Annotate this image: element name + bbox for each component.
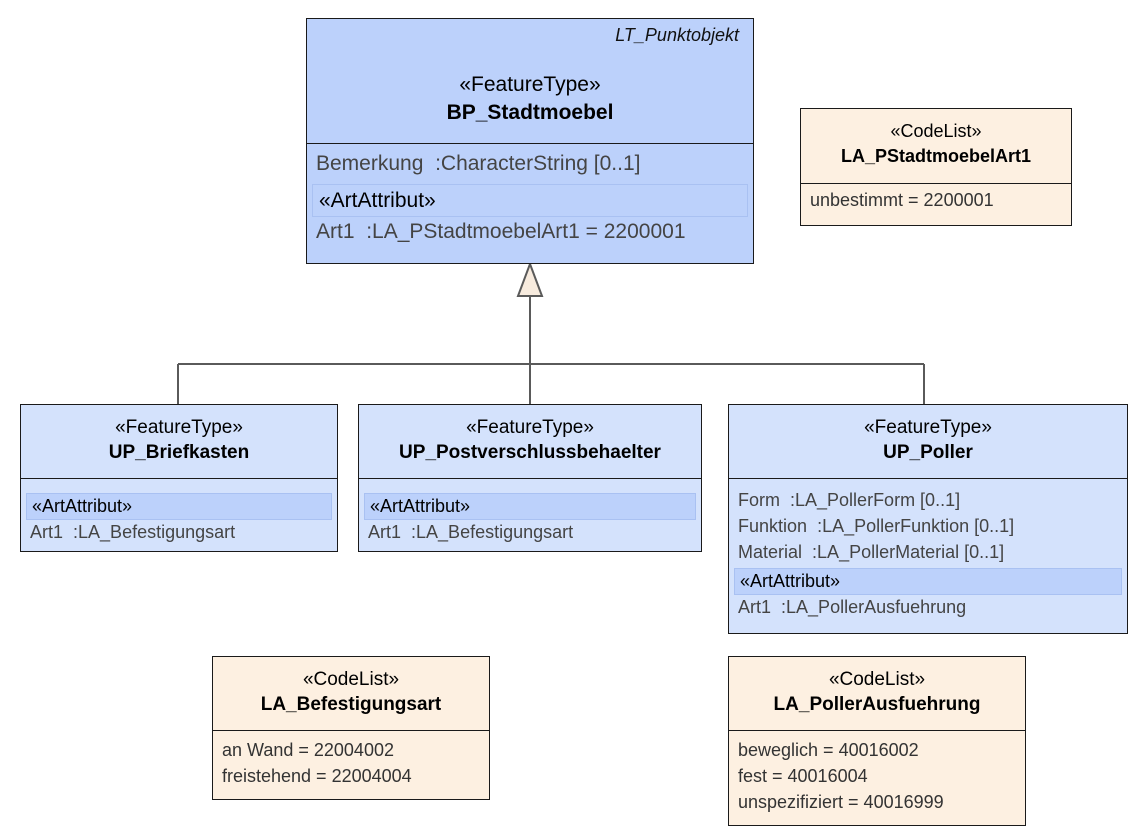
attribute-row: Art1 :LA_PStadtmoebelArt1 = 2200001 <box>316 220 686 243</box>
attribute-row: Art1 :LA_PollerAusfuehrung <box>738 597 967 617</box>
class-header: «CodeList» LA_Befestigungsart <box>213 657 489 731</box>
codelist-value: unspezifiziert = 40016999 <box>738 792 944 812</box>
class-name: LA_PStadtmoebelArt1 <box>840 146 1032 166</box>
class-name: UP_Poller <box>883 442 973 463</box>
codelist-value: unbestimmt = 2200001 <box>810 190 994 210</box>
attribute-row: Art1 :LA_Befestigungsart <box>30 522 236 542</box>
attribute-compartment: Form :LA_PollerForm [0..1] Funktion :LA_… <box>729 479 1127 618</box>
class-header: «CodeList» LA_PStadtmoebelArt1 <box>801 109 1071 184</box>
attribute-row: Funktion :LA_PollerFunktion [0..1] <box>738 516 1015 536</box>
class-up-postverschlussbehaelter[interactable]: «FeatureType» UP_Postverschlussbehaelter… <box>358 404 702 552</box>
value-compartment: unbestimmt = 2200001 <box>801 184 1071 217</box>
stereotype-label: «FeatureType» <box>115 417 243 438</box>
stereotype-label: «CodeList» <box>302 669 400 690</box>
class-header: «FeatureType» UP_Briefkasten <box>21 405 337 479</box>
codelist-value: beweglich = 40016002 <box>738 740 919 760</box>
codelist-la-befestigungsart[interactable]: «CodeList» LA_Befestigungsart an Wand = … <box>212 656 490 800</box>
stereotype-label: «CodeList» <box>828 669 926 690</box>
attribute-row: Form :LA_PollerForm [0..1] <box>738 490 961 510</box>
value-compartment: beweglich = 40016002 fest = 40016004 uns… <box>729 731 1025 821</box>
art-attribut-stereotype: «ArtAttribut» <box>312 184 748 217</box>
codelist-value: freistehend = 22004004 <box>222 766 412 786</box>
value-compartment: an Wand = 22004002 freistehend = 2200400… <box>213 731 489 795</box>
attribute-compartment: «ArtAttribut» Art1 :LA_Befestigungsart <box>21 479 337 543</box>
generalization-arrowhead <box>516 261 544 297</box>
codelist-value: fest = 40016004 <box>738 766 868 786</box>
stereotype-label: «FeatureType» <box>459 73 601 96</box>
art-attribut-stereotype: «ArtAttribut» <box>26 493 332 520</box>
attribute-row: Material :LA_PollerMaterial [0..1] <box>738 542 1005 562</box>
attribute-compartment: Bemerkung :CharacterString [0..1] «ArtAt… <box>307 144 753 244</box>
class-header: «FeatureType» UP_Poller <box>729 405 1127 479</box>
parent-class-label: LT_Punktobjekt <box>615 25 739 45</box>
stereotype-label: «FeatureType» <box>466 417 594 438</box>
art-attribut-stereotype: «ArtAttribut» <box>734 568 1122 595</box>
attribute-compartment: «ArtAttribut» Art1 :LA_Befestigungsart <box>359 479 701 543</box>
class-up-briefkasten[interactable]: «FeatureType» UP_Briefkasten «ArtAttribu… <box>20 404 338 552</box>
class-name: UP_Briefkasten <box>108 442 250 463</box>
stereotype-label: «FeatureType» <box>864 417 992 438</box>
class-header: LT_Punktobjekt «FeatureType» BP_Stadtmoe… <box>307 19 753 144</box>
class-name: LA_Befestigungsart <box>260 694 442 715</box>
attribute-row: Art1 :LA_Befestigungsart <box>368 522 574 542</box>
class-name: BP_Stadtmoebel <box>446 101 614 124</box>
codelist-la-pollerausfuehrung[interactable]: «CodeList» LA_PollerAusfuehrung beweglic… <box>728 656 1026 826</box>
codelist-value: an Wand = 22004002 <box>222 740 394 760</box>
attribute-row: Bemerkung :CharacterString [0..1] <box>316 152 641 175</box>
art-attribut-stereotype: «ArtAttribut» <box>364 493 696 520</box>
codelist-la-pstadtmoebelart1[interactable]: «CodeList» LA_PStadtmoebelArt1 unbestimm… <box>800 108 1072 226</box>
class-name: UP_Postverschlussbehaelter <box>399 442 661 463</box>
class-name: LA_PollerAusfuehrung <box>773 694 981 715</box>
class-up-poller[interactable]: «FeatureType» UP_Poller Form :LA_PollerF… <box>728 404 1128 634</box>
class-header: «FeatureType» UP_Postverschlussbehaelter <box>359 405 701 479</box>
stereotype-label: «CodeList» <box>890 121 982 141</box>
class-bp-stadtmoebel[interactable]: LT_Punktobjekt «FeatureType» BP_Stadtmoe… <box>306 18 754 264</box>
class-header: «CodeList» LA_PollerAusfuehrung <box>729 657 1025 731</box>
